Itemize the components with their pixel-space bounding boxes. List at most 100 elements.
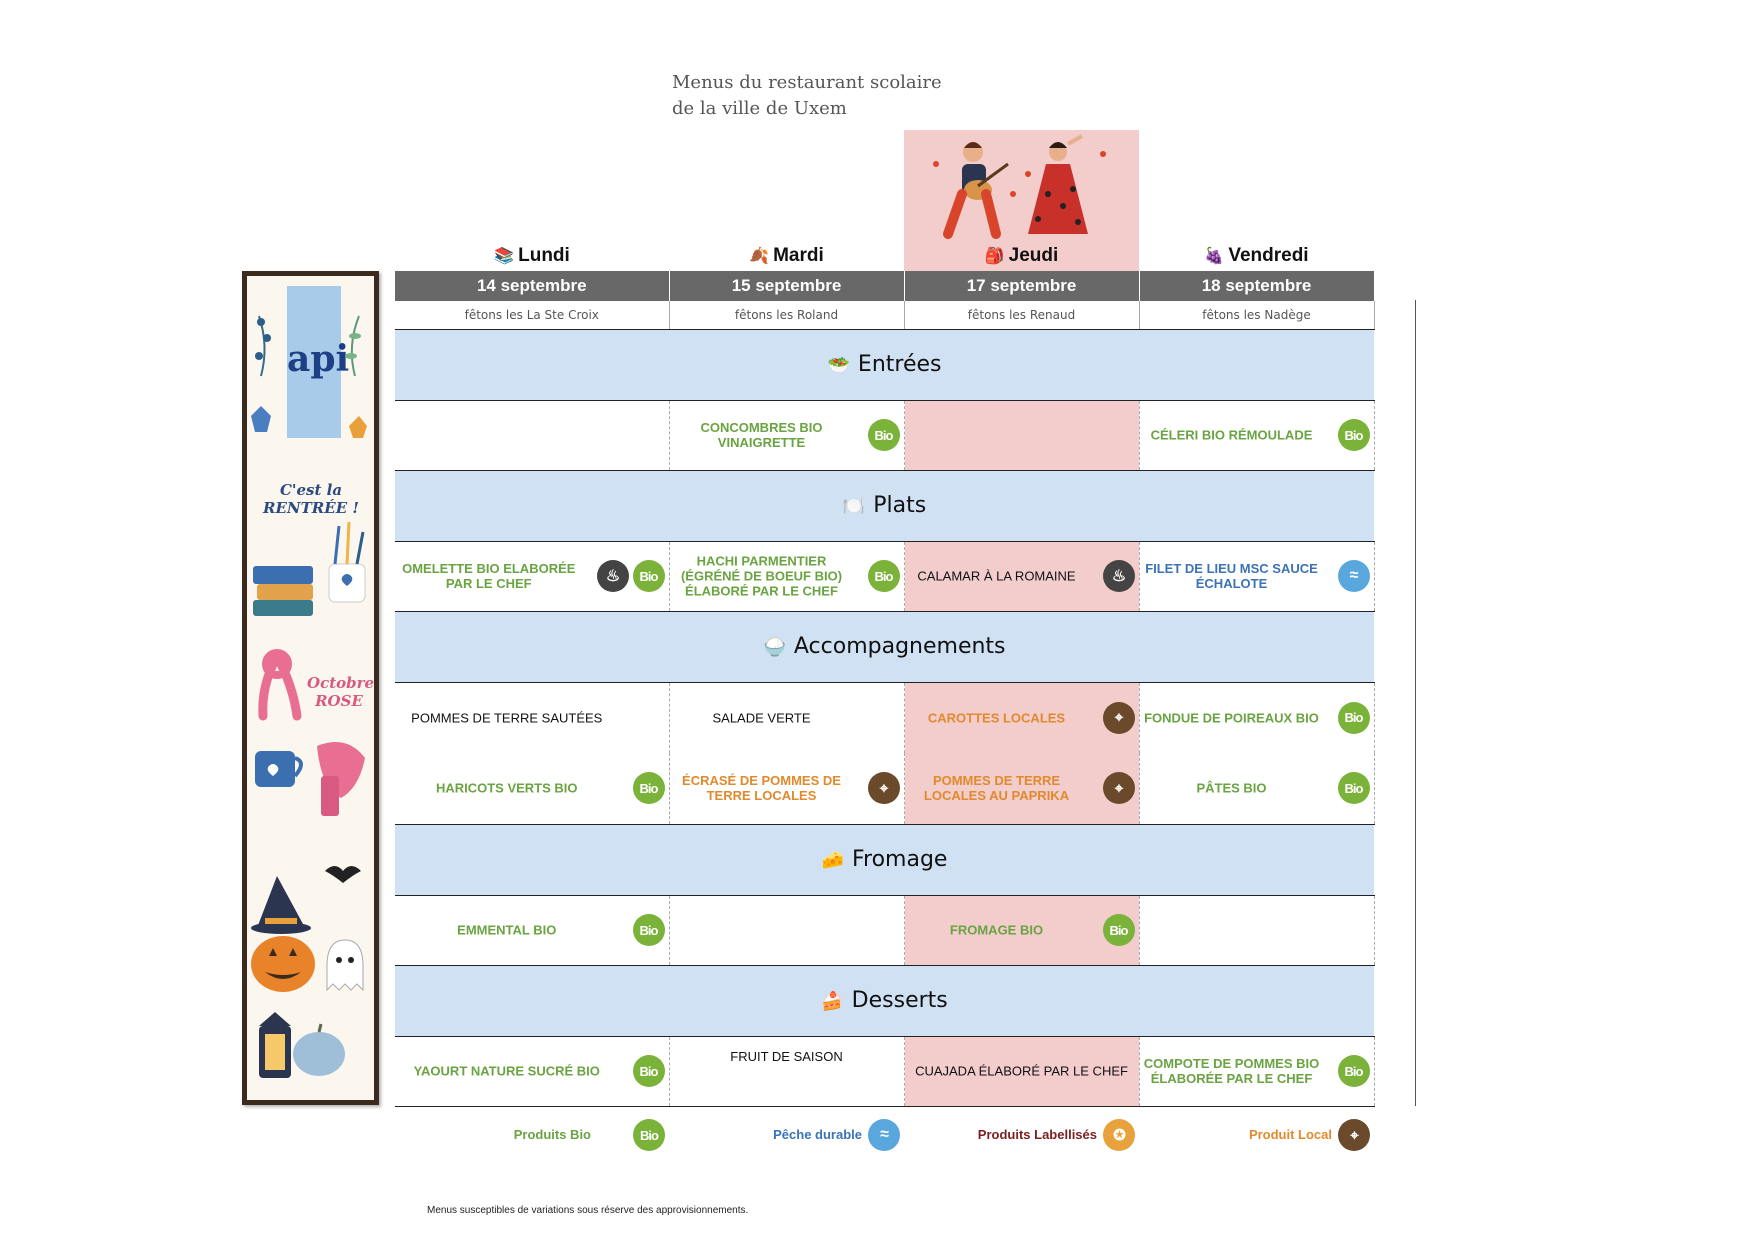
day-name-lundi: 📚Lundi [395, 243, 669, 269]
category-label: Accompagnements [793, 634, 1006, 659]
category-label: Desserts [851, 988, 948, 1013]
bio-icon: Bio [1337, 419, 1370, 451]
dancers-illustration [933, 134, 1106, 239]
ghost-icon [326, 939, 364, 992]
legend-peche: Pêche durable ≈ [669, 1118, 904, 1152]
legend-label-produits: Produits Labellisés ✪ [904, 1118, 1139, 1152]
bio-icon: Bio [1337, 1055, 1370, 1087]
dish-name: YAOURT NATURE SUCRÉ BIO [413, 1063, 600, 1079]
leaf-branch-icon [255, 315, 361, 377]
local-product-icon: ⌖ [1102, 772, 1135, 805]
dish-cell: HACHI PARMENTIER (ÉGRÉNÉ DE BOEUF BIO) É… [669, 541, 905, 612]
fete-cell: fêtons les Renaud [904, 301, 1140, 330]
chef-icon: ♨ [1102, 560, 1135, 592]
autumn-leaf-icon: 🍂 [749, 248, 770, 265]
dish-name: POMMES DE TERRE SAUTÉES [411, 710, 603, 726]
pumpkin-icon [251, 936, 315, 992]
category-label: Entrées [857, 352, 942, 377]
rentree-text: C'est la RENTRÉE ! [263, 481, 359, 517]
category-plats: 🍽️Plats [395, 469, 1374, 542]
title-line-2: de la ville de Uxem [672, 98, 847, 119]
footnote: Menus susceptibles de variations sous ré… [427, 1205, 749, 1216]
mug-icon [255, 751, 303, 787]
dish-cell [395, 400, 670, 471]
wave-icon: ≈ [1337, 560, 1370, 592]
fete-row: fêtons les La Ste Croix fêtons les Rolan… [395, 301, 1375, 330]
plate-icon: 🍽️ [842, 496, 866, 517]
banner-illustrations [251, 315, 367, 1078]
page-title: Menus du restaurant scolaire de la ville… [672, 70, 992, 122]
blue-pumpkin-icon [293, 1023, 345, 1076]
legend-label: Produits Bio [513, 1127, 591, 1142]
bio-icon: Bio [867, 419, 900, 451]
title-line-1: Menus du restaurant scolaire [672, 72, 942, 93]
dish-cell: CALAMAR À LA ROMAINE ♨ [904, 541, 1140, 612]
maple-leaf-icon [251, 406, 367, 438]
local-product-icon: ⌖ [867, 772, 900, 805]
dish-cell: OMELETTE BIO ELABORÉE PAR LE CHEF♨Bio [395, 541, 670, 612]
bio-icon: Bio [867, 560, 900, 592]
dish-cell: POMMES DE TERRE SAUTÉES [395, 682, 670, 753]
fete-cell: fêtons les Nadège [1139, 301, 1375, 330]
local-product-icon: ⌖ [1338, 1119, 1370, 1151]
dish-cell: CONCOMBRES BIO VINAIGRETTE Bio [669, 400, 905, 471]
dish-name: COMPOTE DE POMMES BIO ÉLABORÉE PAR LE CH… [1143, 1056, 1320, 1086]
backpack-icon: 🎒 [984, 248, 1005, 265]
dish-cell: HARICOTS VERTS BIO Bio [395, 753, 670, 825]
legend-label: Pêche durable [773, 1127, 862, 1142]
dish-cell: EMMENTAL BIO Bio [395, 895, 670, 966]
local-product-icon: ⌖ [1102, 701, 1135, 734]
dish-cell: CAROTTES LOCALES⌖ [904, 682, 1140, 753]
logo-background [287, 286, 341, 438]
dish-name: CONCOMBRES BIO VINAIGRETTE [700, 420, 823, 450]
bio-icon: Bio [1102, 914, 1135, 946]
bio-icon: Bio [632, 914, 665, 946]
dish-name: FILET DE LIEU MSC SAUCE ÉCHALOTE [1145, 561, 1318, 591]
dish-cell: POMMES DE TERRE LOCALES AU PAPRIKA ⌖ [904, 753, 1140, 825]
day-label: Jeudi [1008, 245, 1059, 266]
decorative-banner: api [242, 271, 379, 1105]
day-name-jeudi: 🎒Jeudi [904, 243, 1139, 269]
bio-icon: Bio [632, 772, 665, 805]
bio-icon: Bio [633, 1119, 665, 1151]
dish-cell: SALADE VERTE [669, 682, 905, 753]
dish-cell: FILET DE LIEU MSC SAUCE ÉCHALOTE ≈ [1139, 541, 1375, 612]
fete-cell: fêtons les La Ste Croix [395, 301, 670, 330]
dish-name: EMMENTAL BIO [457, 922, 557, 938]
dish-name: ÉCRASÉ DE POMMES DE TERRE LOCALES [682, 773, 841, 804]
legend-bio: Produits Bio Bio [395, 1118, 669, 1152]
accompagnements-row-1: POMMES DE TERRE SAUTÉES SALADE VERTE CAR… [395, 682, 1375, 753]
legend-label: Produits Labellisés [977, 1127, 1097, 1142]
day-label: Mardi [773, 245, 824, 266]
dish-name: HACHI PARMENTIER (ÉGRÉNÉ DE BOEUF BIO) É… [680, 553, 843, 599]
date-cell: 14 septembre [395, 271, 670, 301]
dish-name: FONDUE DE POIREAUX BIO [1144, 710, 1319, 726]
dish-name: FRUIT DE SAISON [730, 1048, 843, 1064]
guitarist-icon [933, 142, 1016, 239]
dish-name: CALAMAR À LA ROMAINE [917, 568, 1076, 584]
bio-icon: Bio [1337, 772, 1370, 805]
dish-name: SALADE VERTE [712, 710, 811, 726]
scarf-icon [317, 742, 365, 816]
medal-icon: ✪ [1103, 1119, 1135, 1151]
wave-icon: ≈ [868, 1119, 900, 1151]
category-accompagnements: 🍚Accompagnements [395, 610, 1374, 683]
dish-cell [1139, 895, 1375, 966]
plats-row: OMELETTE BIO ELABORÉE PAR LE CHEF♨Bio HA… [395, 541, 1375, 612]
pink-ribbon-icon [258, 649, 302, 721]
dish-cell: FRUIT DE SAISON [669, 1036, 905, 1107]
day-label: Vendredi [1228, 245, 1309, 266]
books-icon [253, 521, 366, 616]
dish-name: POMMES DE TERRE LOCALES AU PAPRIKA [923, 773, 1070, 804]
legend-local: Produit Local ⌖ [1139, 1118, 1374, 1152]
date-cell: 15 septembre [669, 271, 905, 301]
dish-cell [904, 400, 1140, 471]
dish-name: HARICOTS VERTS BIO [435, 780, 578, 796]
bat-icon [325, 866, 361, 883]
vertical-divider [1415, 300, 1416, 1106]
octobre-rose-text: Octobre ROSE [307, 674, 375, 710]
